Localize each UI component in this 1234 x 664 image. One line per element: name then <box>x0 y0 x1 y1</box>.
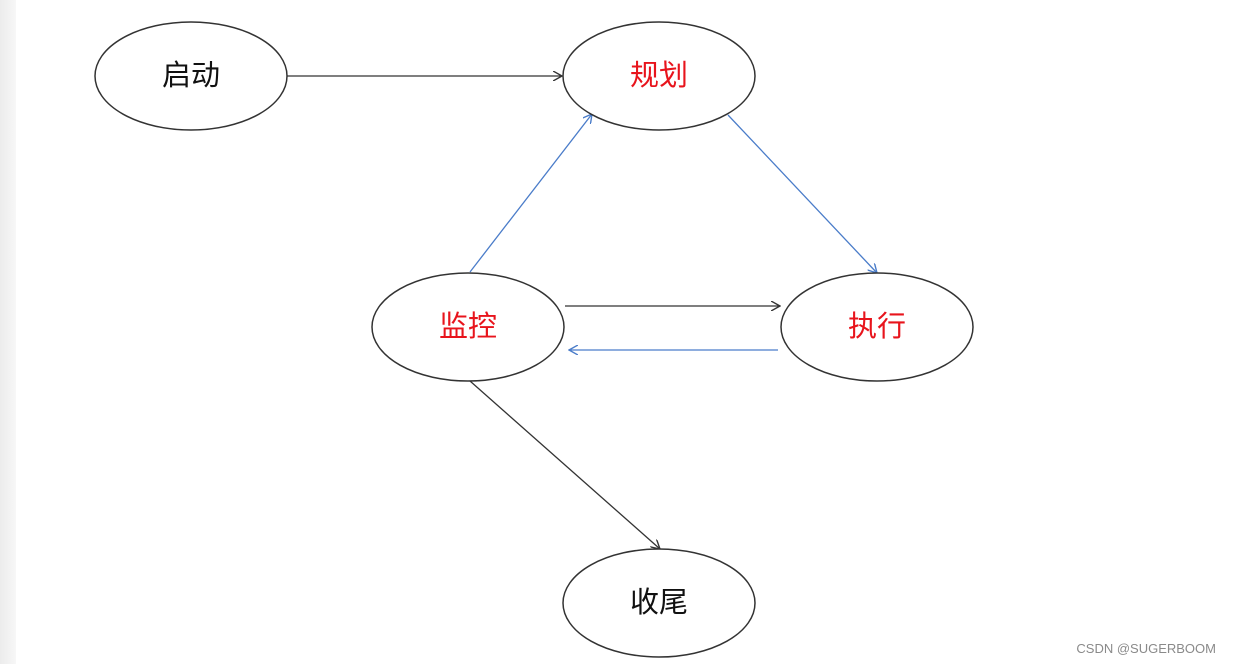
node-close: 收尾 <box>562 548 756 658</box>
edge-monitor-to-plan <box>469 114 592 273</box>
node-execute-ellipse <box>780 272 974 382</box>
node-execute-label: 执行 <box>848 309 906 343</box>
watermark: CSDN @SUGERBOOM <box>1076 641 1216 656</box>
node-monitor-label: 监控 <box>439 309 497 343</box>
node-plan-label: 规划 <box>630 58 688 92</box>
node-monitor: 监控 <box>371 272 565 382</box>
edge-monitor-to-close <box>469 380 660 549</box>
node-start-ellipse <box>94 21 288 131</box>
node-monitor-ellipse <box>371 272 565 382</box>
node-close-ellipse <box>562 548 756 658</box>
node-start: 启动 <box>94 21 288 131</box>
edge-plan-to-execute <box>727 114 877 273</box>
left-edge-shade <box>0 0 16 664</box>
node-execute: 执行 <box>780 272 974 382</box>
node-plan: 规划 <box>562 21 756 131</box>
node-start-label: 启动 <box>162 58 220 92</box>
node-close-label: 收尾 <box>630 585 688 619</box>
node-plan-ellipse <box>562 21 756 131</box>
